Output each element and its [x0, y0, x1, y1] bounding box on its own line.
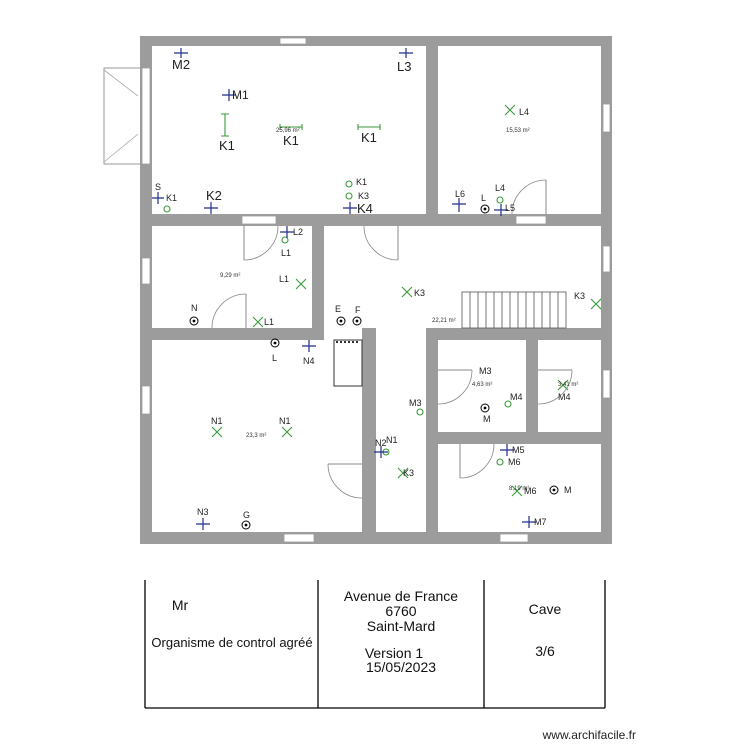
area-label: 9,29 m² [220, 273, 240, 279]
walls [140, 36, 612, 544]
symbol-label: E [335, 304, 341, 314]
version-text: Version 1 [364, 645, 424, 661]
symbol-labels: M2 M1 L3 K1 K1 K1 S K1 K2 K1 K3 K4 L4 L6… [155, 57, 585, 527]
symbol-label: G [243, 510, 250, 520]
symbol-label: M5 [512, 445, 525, 455]
symbol-label: K3 [403, 468, 414, 478]
area-label: 25,96 m² [276, 128, 300, 134]
symbol-label: L [272, 353, 277, 363]
symbol-label: L2 [293, 227, 303, 237]
symbol-label: M3 [479, 366, 492, 376]
symbol-label: N1 [211, 416, 223, 426]
area-label: 23,3 m² [246, 433, 266, 439]
symbol-label: M3 [409, 398, 422, 408]
street-text: Avenue de France [343, 588, 459, 604]
symbol-label: N [191, 303, 198, 313]
symbol-label: L1 [279, 274, 289, 284]
symbol-label: L5 [505, 203, 515, 213]
round-sockets [189, 204, 559, 530]
symbol-label: K2 [206, 188, 222, 203]
symbol-label: M1 [232, 88, 249, 102]
symbol-label: L4 [519, 107, 529, 117]
title-block-frame [144, 580, 606, 709]
symbol-label: N2 [375, 438, 387, 448]
symbol-label: K1 [356, 177, 367, 187]
symbol-label: N3 [197, 507, 209, 517]
area-label: 4,63 m² [472, 382, 492, 388]
level-text: Cave [528, 601, 562, 617]
entrance-frame [103, 67, 140, 165]
symbol-label: F [355, 305, 361, 315]
doors [211, 179, 573, 499]
symbol-label: M4 [510, 392, 523, 402]
symbol-label: M7 [534, 517, 547, 527]
blue-outlets [152, 48, 536, 530]
symbol-label: M6 [524, 486, 537, 496]
organism-text: Organisme de control agréé [151, 635, 313, 650]
symbol-label: S [155, 182, 161, 192]
symbol-label: K3 [574, 291, 585, 301]
symbol-label: L6 [455, 189, 465, 199]
windows [141, 37, 611, 543]
symbol-label: K1 [361, 130, 377, 145]
symbol-label: K1 [166, 193, 177, 203]
area-label: 15,53 m² [506, 128, 530, 134]
symbol-label: K1 [219, 138, 235, 153]
symbol-label: M [564, 485, 572, 495]
green-light-fixtures [211, 104, 602, 497]
symbol-label: M [483, 414, 491, 424]
city-text: Saint-Mard [366, 618, 436, 634]
owner-text: Mr [171, 597, 189, 613]
symbol-label: L1 [281, 248, 291, 258]
symbol-label: L4 [495, 183, 505, 193]
symbol-label: M6 [508, 457, 521, 467]
staircase [461, 291, 567, 329]
symbol-label: N4 [303, 356, 315, 366]
electrical-panel [333, 339, 363, 387]
symbol-label: K1 [283, 133, 299, 148]
symbol-label: L [481, 193, 486, 203]
credit-link[interactable]: www.archifacile.fr [542, 728, 636, 742]
symbol-label: N1 [386, 435, 398, 445]
postcode-text: 6760 [385, 603, 417, 619]
room-areas: 25,96 m² 15,53 m² 9,29 m² 22,21 m² 23,3 … [220, 128, 578, 492]
date-text: 15/05/2023 [365, 659, 437, 675]
symbol-label: N1 [279, 416, 291, 426]
symbol-label: K3 [358, 191, 369, 201]
area-label: 3,41 m² [558, 382, 578, 388]
symbol-label: M4 [558, 392, 571, 402]
symbol-label: L1 [264, 317, 274, 327]
symbol-label: M2 [172, 57, 190, 72]
symbol-label: K3 [414, 288, 425, 298]
page-number-text: 3/6 [535, 643, 555, 659]
area-label: 22,21 m² [432, 318, 456, 324]
area-label: 8,19 m² [509, 486, 529, 492]
symbol-label: K4 [357, 201, 373, 216]
symbol-label: L3 [397, 59, 411, 74]
